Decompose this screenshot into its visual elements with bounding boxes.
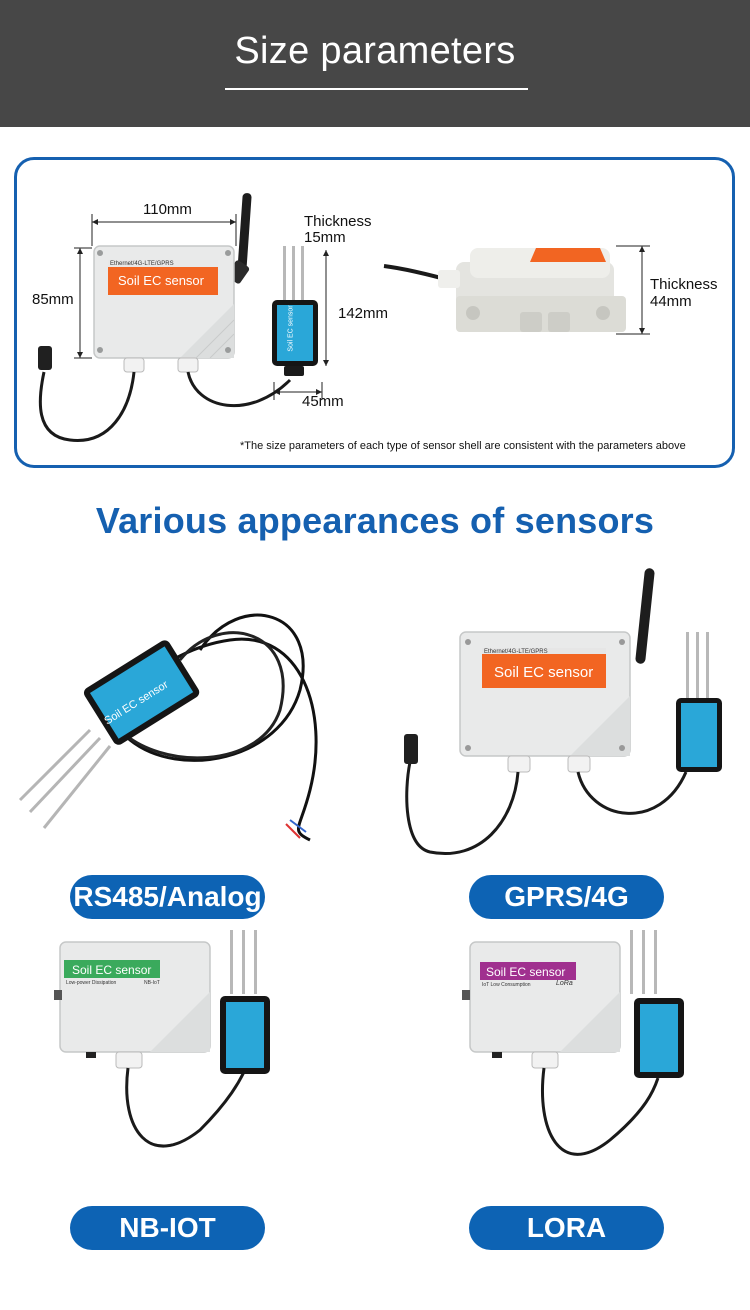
box-thickness-label: Thickness <box>650 276 718 293</box>
section-title: Various appearances of sensors <box>95 500 655 541</box>
probe-length-dimension: 142mm <box>338 305 389 322</box>
page-title: Size parameters <box>234 30 516 72</box>
variant-label-nbiot: NB-IOT <box>70 1206 265 1250</box>
variant-label-lora: LORA <box>469 1206 664 1250</box>
lora-sub-right: LoRa <box>556 980 573 987</box>
nbiot-sub-right: NB-IoT <box>144 980 160 986</box>
nbiot-sensor-image <box>54 930 270 1148</box>
box-sensor-name: Soil EC sensor <box>118 273 204 288</box>
variant-label-rs485: RS485/Analog <box>70 875 265 919</box>
front-view-drawing <box>38 193 650 442</box>
rs485-sensor-image <box>18 613 318 842</box>
title-underline <box>225 88 528 90</box>
lora-sensor-image <box>462 930 684 1156</box>
variant-label-gprs: GPRS/4G <box>469 875 664 919</box>
lora-sensor-name: Soil EC sensor <box>486 965 566 979</box>
probe-thickness-label: Thickness <box>304 213 372 230</box>
nbiot-sensor-name: Soil EC sensor <box>72 963 152 977</box>
probe-width-dimension: 45mm <box>302 393 344 410</box>
width-dimension: 110mm <box>143 201 192 218</box>
height-dimension: 85mm <box>32 291 74 308</box>
probe-text: Soil EC sensor <box>287 305 295 352</box>
page-header: Size parameters <box>0 0 750 127</box>
box-top-line: Ethernet/4G-LTE/GPRS <box>110 261 174 267</box>
gprs-sensor-image <box>404 568 722 855</box>
lora-sub-left: IoT Low Consumption <box>482 982 531 988</box>
size-note: *The size parameters of each type of sen… <box>240 440 686 452</box>
gprs-sensor-name: Soil EC sensor <box>494 664 594 681</box>
gprs-top-line: Ethernet/4G-LTE/GPRS <box>484 649 548 655</box>
box-thickness-value: 44mm <box>650 293 692 310</box>
nbiot-sub-left: Low-power Dissipation <box>66 980 117 986</box>
probe-thickness-value: 15mm <box>304 229 346 246</box>
